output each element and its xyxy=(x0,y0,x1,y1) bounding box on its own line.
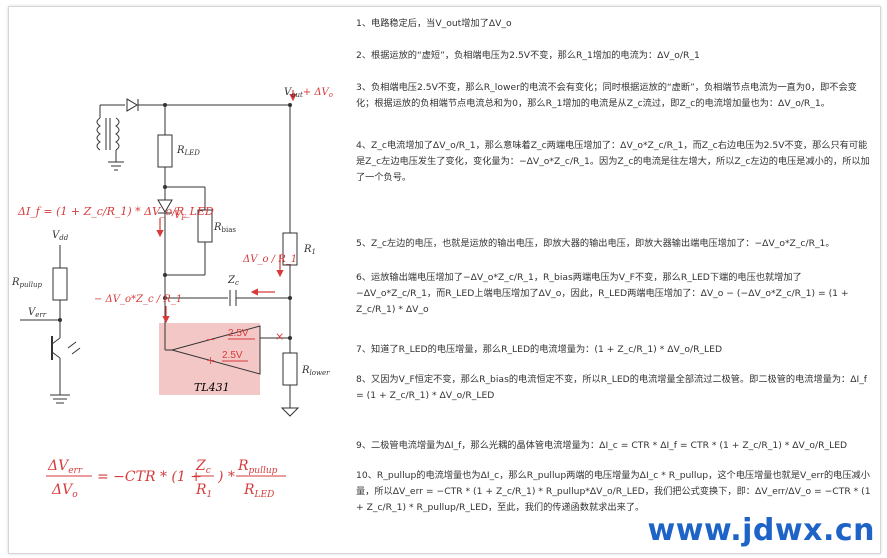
resistor-rled xyxy=(157,134,173,168)
r1-label: R1 xyxy=(303,244,316,256)
step-7: 7、知道了R_LED的电压增量，那么R_LED的电流增量为：(1 + Z_c/R… xyxy=(356,344,723,355)
ref-voltage-1: 2.5V xyxy=(228,328,249,339)
step-10: 10、R_pullup的电流增量也为ΔI_c，那么R_pullup两端的电压增量… xyxy=(356,470,871,513)
step-5: 5、Z_c左边的电压，也就是运放的输出电压，即放大器的输出电压，即放大器输出端电… xyxy=(356,238,835,249)
vdd-label: Vdd xyxy=(52,230,69,242)
final-formula: ΔVerr ΔVo = −CTR * (1 + Zc R1 ) * Rpullu… xyxy=(46,458,286,500)
step-4: 4、Z_c电流增加了ΔV_o/R_1，那么意味着Z_c两端电压增加了：ΔV_o*… xyxy=(356,140,870,183)
step-3: 3、负相端电压2.5V不变，那么R_lower的电流不会有变化；同时根据运放的“… xyxy=(356,82,857,109)
delta-if-annotation: ΔI_f = (1 + Z_c/R_1) * ΔV_o/R_LED xyxy=(17,205,214,218)
svg-text:Zc: Zc xyxy=(195,458,211,476)
verr-label: Verr xyxy=(28,307,47,319)
rbias-label: Rbias xyxy=(213,222,236,234)
svg-text:R1: R1 xyxy=(195,482,212,500)
resistor-rpullup xyxy=(52,267,68,301)
step-8: 8、又因为V_F恒定不变，那么R_bias的电流恒定不变，所以R_LED的电流增… xyxy=(356,374,868,401)
resistor-rlower xyxy=(282,352,298,386)
diode-icon xyxy=(126,98,138,112)
vout-label: Vout+ ΔVo xyxy=(284,87,333,99)
transformer-coil-icon xyxy=(96,117,101,151)
watermark: www.jdwx.cn xyxy=(647,513,875,548)
svg-text:ΔVerr: ΔVerr xyxy=(47,458,83,476)
opamp-minus: − xyxy=(206,333,215,346)
tl431-highlight xyxy=(159,323,260,395)
zc-label: Zc xyxy=(227,275,239,287)
ground-icon-right xyxy=(280,407,300,417)
opto-led-icon xyxy=(157,199,173,213)
rpullup-label: Rpullup xyxy=(11,277,43,289)
svg-text:ΔVo: ΔVo xyxy=(51,482,78,500)
rled-label: RLED xyxy=(176,145,200,157)
opamp-plus: + xyxy=(206,354,215,367)
dvo-r1-annotation: ΔV_o / R_1 xyxy=(242,254,297,265)
svg-text:Rpullup: Rpullup xyxy=(237,458,278,476)
tl431-label: TL431 xyxy=(194,381,230,394)
step-2: 2、根据运放的“虚短”，负相端电压为2.5V不变，那么R_1增加的电流为：ΔV_… xyxy=(356,50,700,61)
cross-mark: × xyxy=(275,330,284,343)
opamp-icon xyxy=(170,325,261,375)
step-9: 9、二极管电流增量为ΔI_f，那么光耦的晶体管电流增量为：ΔI_c = CTR … xyxy=(356,440,848,451)
svg-text:) *: ) * xyxy=(217,469,235,485)
vf-label: VF xyxy=(174,210,187,222)
ref-voltage-2: 2.5V xyxy=(222,350,243,361)
neg-dvo-zc-annotation: − ΔV_o*Z_c / R_1 xyxy=(94,294,182,305)
step-6: 6、运放输出端电压增加了−ΔV_o*Z_c/R_1，R_bias两端电压为V_F… xyxy=(356,272,849,315)
frame xyxy=(8,6,881,554)
rlower-label: Rlower xyxy=(301,365,330,377)
step-1: 1、电路稳定后，当V_out增加了ΔV_o xyxy=(356,18,512,29)
svg-text:RLED: RLED xyxy=(243,482,274,500)
svg-text:= −CTR * (1 +: = −CTR * (1 + xyxy=(97,469,202,485)
